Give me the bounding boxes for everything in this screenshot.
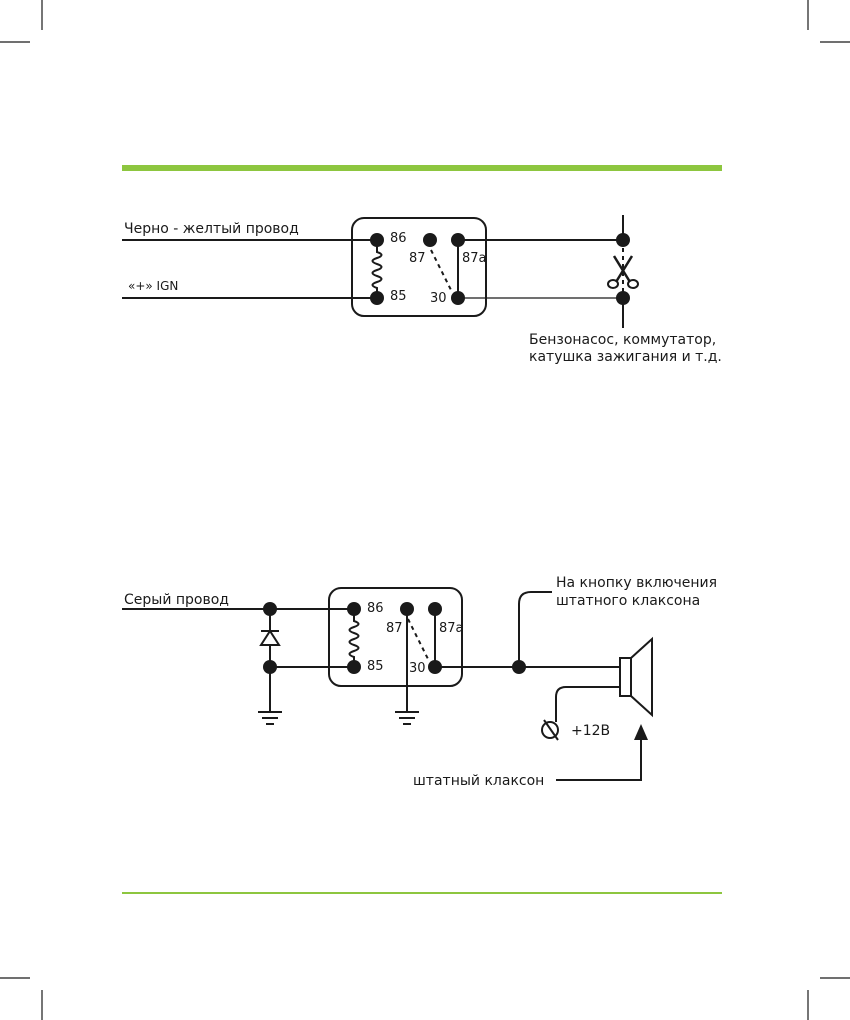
relay-1-label-30: 30 <box>430 291 447 306</box>
relay-1-pin86 <box>370 233 384 247</box>
horn-pointer-arrow-icon <box>634 724 648 740</box>
relay-1-box <box>351 217 487 317</box>
load-node-bottom <box>616 291 630 305</box>
load-label-line2: катушка зажигания и т.д. <box>529 349 722 365</box>
relay-2-label-87a: 87a <box>439 621 464 636</box>
relay-2-label-86: 86 <box>367 601 384 616</box>
wire-bottom-label: «+» IGN <box>128 279 178 293</box>
horn-pointer-line <box>556 738 642 781</box>
relay-1-pin87 <box>423 233 437 247</box>
gray-wire-label: Серый провод <box>124 592 229 608</box>
relay-2-armature <box>407 618 430 662</box>
diagram-1: Черно - желтый провод «+» IGN 86 87 87a … <box>122 215 722 365</box>
speaker-icon <box>619 636 653 718</box>
relay-1-armature <box>430 249 453 293</box>
load-node-top <box>616 233 630 247</box>
relay-2-label-30: 30 <box>409 661 426 676</box>
supply-label: +12В <box>571 723 610 739</box>
bottom-accent-line <box>122 892 722 894</box>
horn-label: штатный клаксон <box>413 773 544 789</box>
diagram-2: Серый провод <box>122 575 717 789</box>
junction-top-left <box>263 602 277 616</box>
relay-1-label-87a: 87a <box>462 251 487 266</box>
ground-icon <box>258 711 282 725</box>
ground-icon <box>395 711 419 725</box>
relay-1-pin85 <box>370 291 384 305</box>
relay-2-label-85: 85 <box>367 659 384 674</box>
relay-2-coil-icon <box>348 609 360 667</box>
relay-2-label-87: 87 <box>386 621 403 636</box>
scissors-icon <box>607 255 639 289</box>
wire-top-label: Черно - желтый провод <box>124 221 299 237</box>
relay-1-label-86: 86 <box>390 231 407 246</box>
relay-1-coil-icon <box>371 240 383 298</box>
wire-12v <box>555 686 620 722</box>
fuse-icon <box>541 719 559 741</box>
relay-2-box <box>328 587 463 687</box>
load-label-line1: Бензонасос, коммутатор, <box>529 332 716 348</box>
diode-icon <box>259 629 281 646</box>
relay-1-label-87: 87 <box>409 251 426 266</box>
relay-2-pin85 <box>347 660 361 674</box>
top-accent-bar <box>122 165 722 171</box>
relay-2-pin86 <box>347 602 361 616</box>
button-label-line1: На кнопку включения <box>556 575 717 591</box>
button-label-line2: штатного клаксона <box>556 593 700 609</box>
wire-to-horn-button <box>518 591 552 667</box>
relay-1-label-85: 85 <box>390 289 407 304</box>
